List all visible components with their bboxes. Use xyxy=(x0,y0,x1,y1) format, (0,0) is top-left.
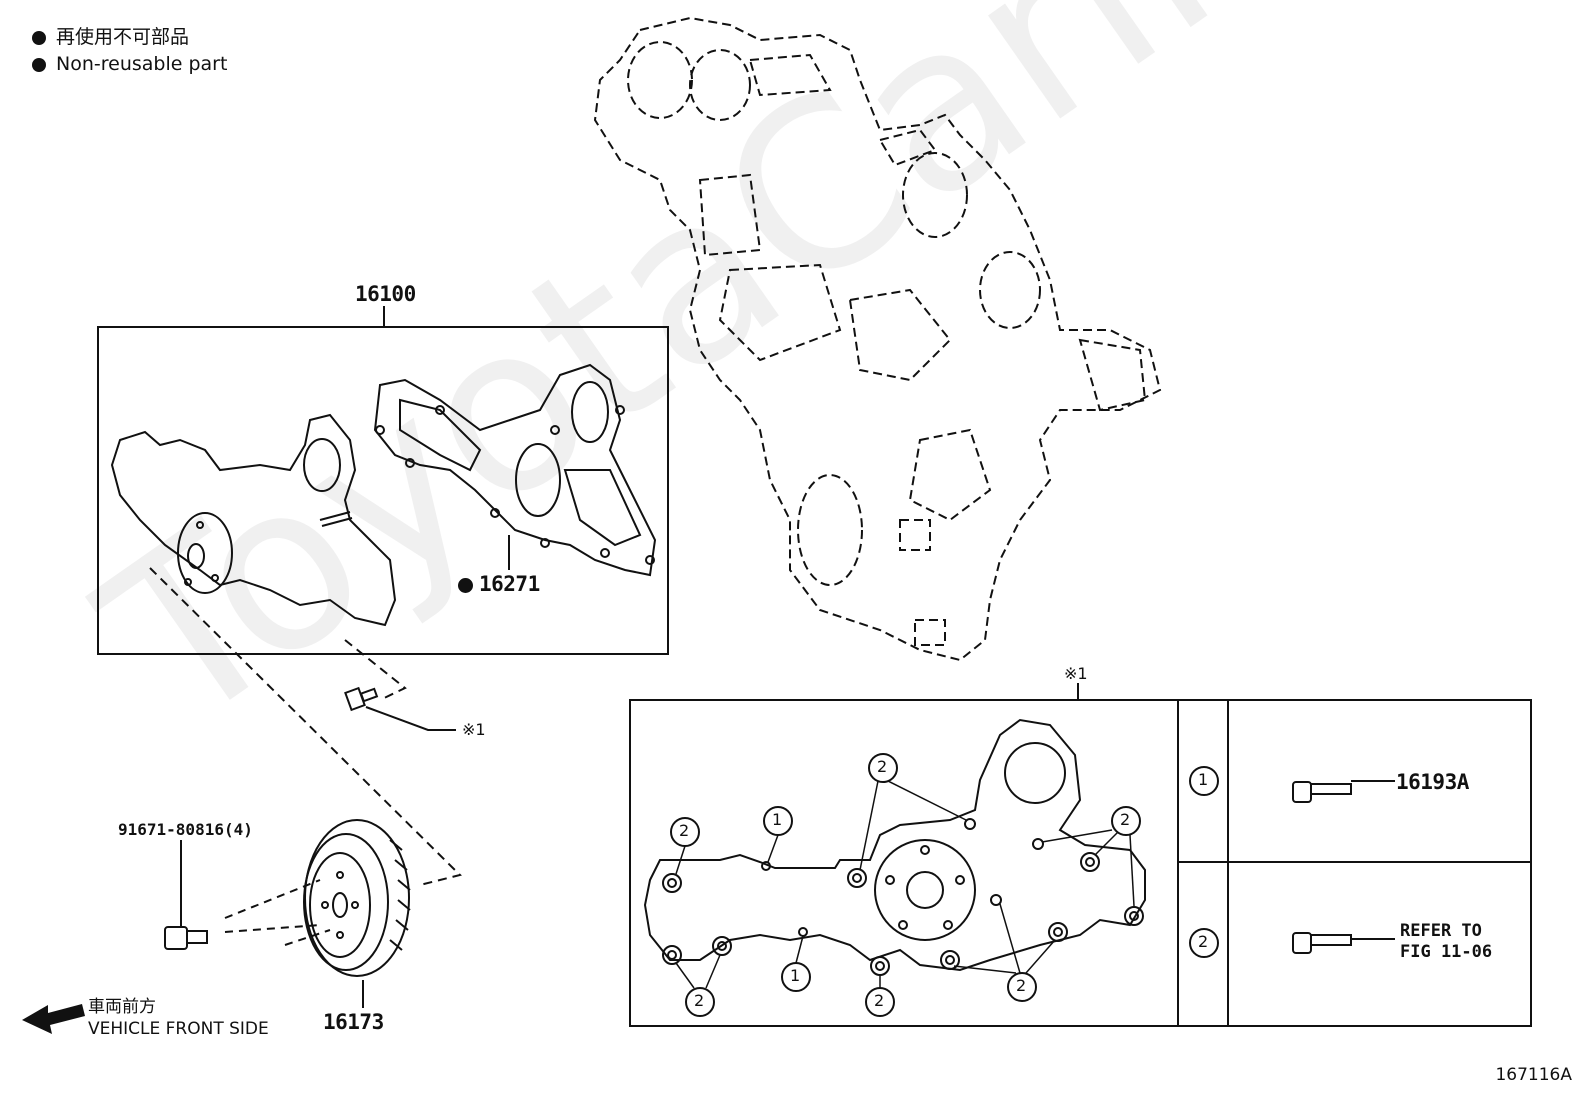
part-label-16100: 16100 xyxy=(355,282,416,306)
marker-1: 1 xyxy=(1198,770,1209,789)
front-arrow-icon xyxy=(22,1004,85,1034)
refer-line-1: REFER TO xyxy=(1400,921,1482,941)
marker-2: 2 xyxy=(877,757,888,776)
bolt-note-label: ※1 xyxy=(462,720,486,739)
bolt-drawing xyxy=(344,686,456,731)
marker-2: 2 xyxy=(874,991,885,1010)
marker-1: 1 xyxy=(772,810,783,829)
marker-2: 2 xyxy=(1120,810,1131,829)
gasket-drawing xyxy=(373,363,657,577)
bolt-a-drawing xyxy=(1292,780,1395,803)
vehicle-front-en: VEHICLE FRONT SIDE xyxy=(88,1019,269,1039)
pulley-bolt-drawing xyxy=(164,840,208,950)
vehicle-front-label: 車両前方 VEHICLE FRONT SIDE xyxy=(88,996,269,1040)
detail-markers xyxy=(670,753,1219,1017)
marker-1: 1 xyxy=(790,966,801,985)
part-label-16271: 16271 xyxy=(458,572,540,596)
dot-icon xyxy=(32,57,46,72)
engine-cover-outline xyxy=(593,16,1162,662)
marker-2: 2 xyxy=(1016,976,1027,995)
figure-id: 167116A xyxy=(1495,1065,1572,1085)
refer-line-2: FIG 11-06 xyxy=(1400,942,1493,962)
vehicle-front-jp: 車両前方 xyxy=(88,997,156,1017)
dot-icon xyxy=(458,577,473,593)
marker-2: 2 xyxy=(1198,932,1209,951)
part-label-91671: 91671-80816(4) xyxy=(118,820,253,839)
water-pump-drawing xyxy=(110,413,397,627)
marker-2: 2 xyxy=(694,991,705,1010)
assembly-box xyxy=(97,326,669,655)
detail-pump-outline xyxy=(643,718,1146,972)
part-number: 16271 xyxy=(479,572,540,596)
marker-2: 2 xyxy=(679,821,690,840)
part-label-16173: 16173 xyxy=(323,1010,384,1034)
legend-jp: 再使用不可部品 xyxy=(56,26,190,48)
detail-bolt-holes xyxy=(662,818,1144,976)
part-label-16193a: 16193A xyxy=(1396,770,1469,794)
dot-icon xyxy=(32,30,46,45)
pulley-drawing xyxy=(303,819,411,1008)
legend: 再使用不可部品 Non-reusable part xyxy=(32,24,227,78)
legend-en: Non-reusable part xyxy=(56,53,228,75)
detail-note-label: ※1 xyxy=(1064,664,1088,683)
bolt-b-drawing xyxy=(1292,932,1395,954)
